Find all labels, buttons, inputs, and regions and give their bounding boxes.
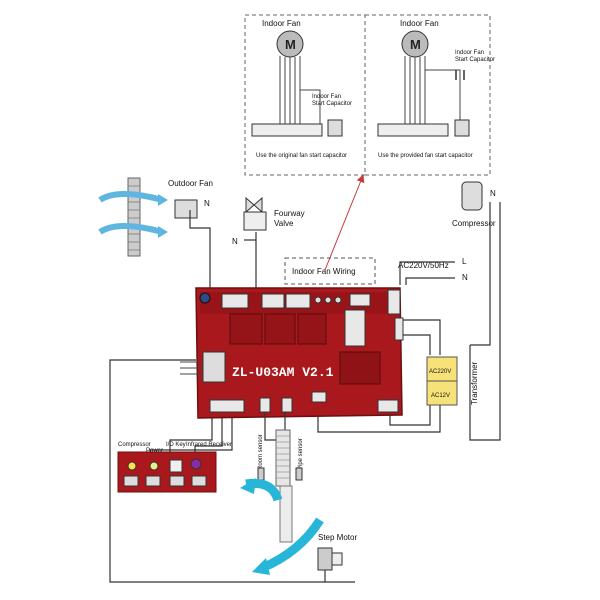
- start-capacitor-icon: [454, 119, 470, 137]
- fourway-label-1: Fourway: [274, 209, 305, 218]
- motor-icon: M: [276, 30, 304, 58]
- fourway-n: N: [232, 237, 238, 246]
- indicator-compressor-label: Compressor: [118, 442, 151, 448]
- valve-coil-icon: [243, 211, 267, 231]
- valve-icon: [245, 196, 263, 214]
- display-connector: [202, 351, 226, 383]
- svg-text:M: M: [285, 37, 296, 52]
- indoor-fan-panel-left: Indoor Fan M Indoor Fan Start Capacitor …: [244, 14, 366, 176]
- compressor-icon: [461, 181, 483, 211]
- ir-receiver-icon: [190, 458, 202, 470]
- pipe-sensor-probe: [295, 467, 303, 481]
- panel-right-title: Indoor Fan: [400, 19, 439, 28]
- board-terminal-block: [285, 293, 311, 309]
- transformer-label: Transformer: [470, 361, 479, 405]
- relay-icon: [297, 313, 327, 345]
- step-motor-icon: [317, 547, 333, 571]
- control-board: ZL-U03AM V2.1: [195, 287, 404, 419]
- compressor: N Compressor: [452, 181, 496, 228]
- compressor-n: N: [490, 189, 496, 198]
- relay-icon: [264, 313, 296, 345]
- step-motor-label: Step Motor: [318, 533, 357, 542]
- airflow-icon: [260, 517, 324, 573]
- svg-text:M: M: [410, 37, 421, 52]
- relay-icon: [229, 313, 263, 345]
- indicator-panel: Compressor Power I/D Key Infrared Receiv…: [117, 442, 232, 493]
- airflow-icon: [98, 191, 163, 203]
- room-sensor-probe: [257, 467, 265, 481]
- panel-left-cap-label-1: Indoor Fan: [312, 94, 341, 100]
- fan-terminal-block: [251, 123, 323, 137]
- outdoor-fan-coil: [127, 177, 141, 257]
- pipe-sensor-label: Pipe sensor: [298, 438, 304, 470]
- indoor-fan-wiring-box: [284, 257, 376, 285]
- board-terminal-block: [261, 293, 285, 309]
- louver-airflow: [240, 478, 324, 575]
- panel-left-title: Indoor Fan: [262, 19, 301, 28]
- ac-input-l: L: [462, 257, 467, 266]
- key-button-icon: [169, 459, 183, 473]
- panel-left-cap-label-2: Start Capacitor: [312, 101, 352, 107]
- indoor-fan-panel-right: Indoor Fan M Indoor Fan Start Capacitor …: [364, 14, 495, 176]
- ac-input-terminal: [387, 289, 401, 315]
- board-led-icon: [199, 292, 211, 304]
- outdoor-fan: Outdoor Fan N: [98, 177, 213, 257]
- step-motor: Step Motor: [317, 533, 357, 582]
- sensors: Room sensor Pipe sensor: [257, 412, 304, 487]
- ac-input-label: AC220V/50Hz: [398, 261, 449, 270]
- louver-icon: [279, 485, 293, 543]
- compressor-label: Compressor: [452, 219, 496, 228]
- pointer-arrow: [324, 174, 365, 271]
- start-capacitor-icon: [327, 119, 343, 137]
- transformer-primary: AC220V: [429, 369, 451, 375]
- motor-icon: M: [401, 30, 429, 58]
- power-led-icon: [149, 461, 159, 471]
- panel-right-cap-label-2: Start Capacitor: [455, 57, 495, 63]
- compressor-led-icon: [127, 461, 137, 471]
- fourway-label-2: Valve: [274, 219, 294, 228]
- room-sensor-label: Room sensor: [258, 434, 264, 470]
- outdoor-fan-n: N: [204, 199, 210, 208]
- wires: [109, 202, 501, 583]
- indoor-fan-wiring-label: Indoor Fan Wiring: [292, 267, 356, 276]
- panel-left-caption: Use the original fan start capacitor: [256, 153, 347, 159]
- ac-input-n: N: [462, 273, 468, 282]
- fan-terminal-block: [377, 123, 449, 137]
- transformer-secondary: AC12V: [431, 393, 450, 399]
- outdoor-fan-label: Outdoor Fan: [168, 179, 213, 188]
- evaporator-coil: [275, 429, 291, 487]
- fourway-valve: Fourway Valve N: [232, 196, 305, 246]
- panel-right-caption: Use the provided fan start capacitor: [378, 153, 473, 159]
- indicator-id-key-label: I/D Key: [166, 442, 186, 448]
- outdoor-fan-motor-icon: [174, 199, 198, 219]
- panel-right-cap-label-1: Indoor Fan: [455, 50, 484, 56]
- board-model-label: ZL-U03AM V2.1: [232, 365, 334, 380]
- airflow-icon: [98, 223, 163, 235]
- board-terminal-block: [221, 293, 249, 309]
- indicator-power-label: Power: [146, 448, 163, 454]
- transformer: AC220V AC12V Transformer: [426, 356, 479, 406]
- indicator-ir-label: Infrared Receiver: [186, 442, 232, 448]
